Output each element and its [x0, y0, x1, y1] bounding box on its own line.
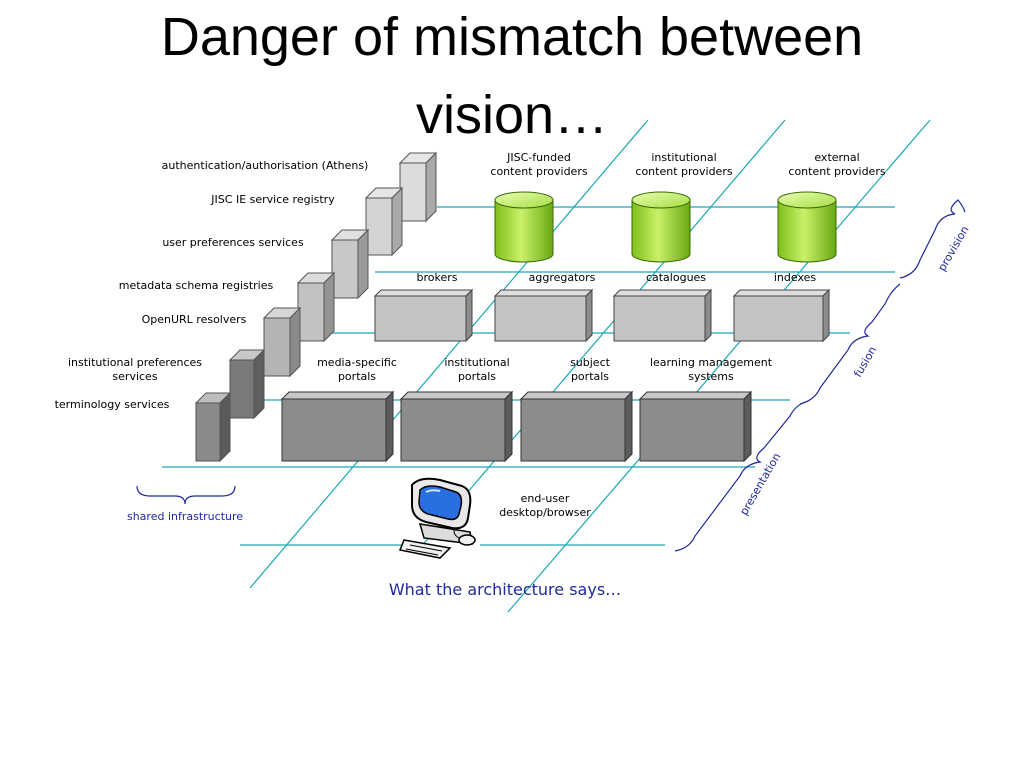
infra-box-metadata-schema	[296, 271, 336, 343]
infra-label-authentication: authentication/authorisation (Athens)	[162, 159, 369, 172]
shared-infrastructure-brace	[136, 485, 236, 505]
provider-label-jisc-line2: content providers	[490, 165, 587, 178]
end-user-label-line2: desktop/browser	[499, 506, 591, 519]
fusion-label-indexes: indexes	[774, 271, 817, 284]
provider-label-jisc-line1: JISC-funded	[506, 151, 571, 164]
infra-box-authentication	[398, 151, 438, 223]
portal-label-lms-line1: learning management	[650, 356, 773, 369]
provision-label: provision	[935, 224, 971, 274]
portal-label-subject-line2: portals	[571, 370, 609, 383]
fusion-label-catalogues: catalogues	[646, 271, 706, 284]
diagonal-line-3	[507, 119, 931, 613]
infra-label-institutional-preferences: institutional preferences	[68, 356, 202, 369]
infra-box-terminology	[194, 391, 232, 463]
fusion-box-catalogues	[612, 288, 713, 343]
portal-box-institutional	[399, 390, 514, 463]
fusion-label-aggregators: aggregators	[529, 271, 596, 284]
provider-label-external-line2: content providers	[788, 165, 885, 178]
portal-label-institutional-line2: portals	[458, 370, 496, 383]
end-user-label-line1: end-user	[521, 492, 570, 505]
fusion-brace	[799, 283, 901, 405]
provider-label-external-line1: external	[814, 151, 859, 164]
fusion-boxes	[373, 288, 831, 343]
cylinder-external	[777, 191, 837, 263]
infra-label-user-preferences: user preferences services	[162, 236, 304, 249]
provision-cylinders	[494, 191, 837, 263]
page-title-continued: vision…	[415, 85, 609, 145]
fusion-label-brokers: brokers	[417, 271, 458, 284]
infra-box-openurl	[262, 306, 302, 378]
provider-label-institutional-line2: content providers	[635, 165, 732, 178]
infra-label-metadata-schema: metadata schema registries	[119, 279, 274, 292]
fusion-box-indexes	[732, 288, 831, 343]
infra-label-openurl: OpenURL resolvers	[142, 313, 247, 326]
infra-box-institutional-preferences	[228, 348, 266, 420]
diagonal-line-1	[249, 119, 649, 589]
infra-label-institutional-preferences-line2: services	[112, 370, 157, 383]
fusion-box-brokers	[373, 288, 474, 343]
presentation-brace	[674, 401, 806, 552]
infra-label-terminology: terminology services	[55, 398, 170, 411]
fusion-label: fusion	[851, 344, 879, 379]
shared-infrastructure-label: shared infrastructure	[127, 510, 243, 523]
provision-brace	[899, 199, 966, 279]
infra-label-service-registry: JISC IE service registry	[210, 193, 335, 206]
infrastructure-stack	[194, 151, 438, 463]
diagonal-line-2	[419, 119, 786, 549]
portal-box-subject	[519, 390, 634, 463]
portal-box-media-specific	[280, 390, 395, 463]
portal-label-institutional-line1: institutional	[444, 356, 509, 369]
desktop-computer-icon	[398, 477, 476, 559]
portal-label-lms-line2: systems	[688, 370, 734, 383]
page-title: Danger of mismatch between	[160, 7, 864, 67]
portal-box-learning-management	[638, 390, 753, 463]
cylinder-institutional	[631, 191, 691, 263]
portal-label-subject-line1: subject	[570, 356, 611, 369]
cylinder-jisc-funded	[494, 191, 554, 263]
presentation-boxes	[280, 390, 753, 463]
fusion-box-aggregators	[493, 288, 594, 343]
layer-grid-diagonal	[249, 119, 931, 613]
provider-label-institutional-line1: institutional	[651, 151, 716, 164]
infra-box-service-registry	[364, 186, 404, 257]
portal-label-media-line2: portals	[338, 370, 376, 383]
infra-box-user-preferences	[330, 228, 370, 300]
diagram-caption: What the architecture says…	[389, 580, 621, 599]
portal-label-media-line1: media-specific	[317, 356, 397, 369]
